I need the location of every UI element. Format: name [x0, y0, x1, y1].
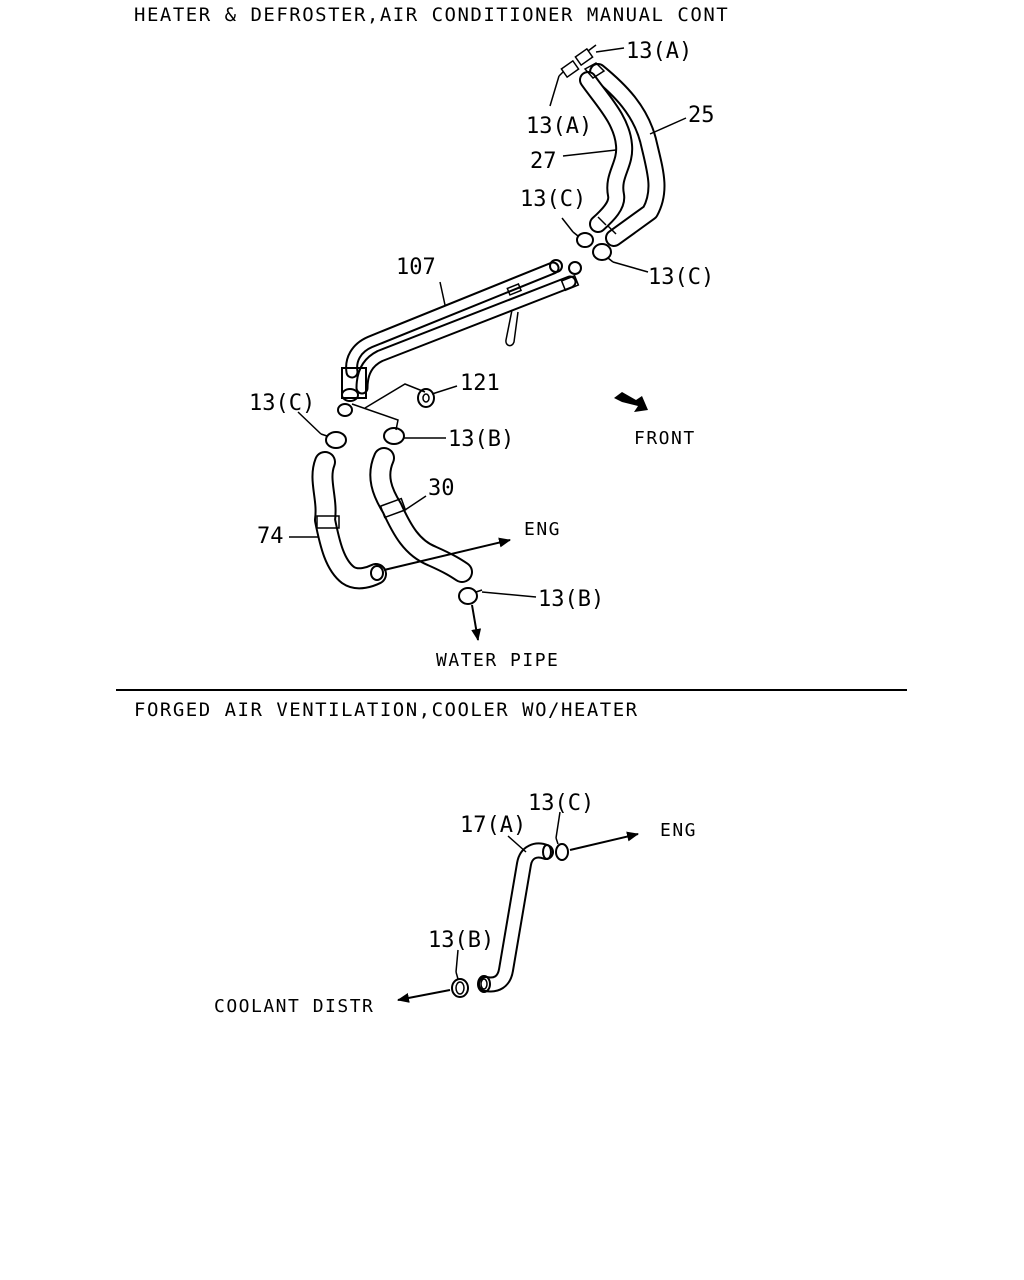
callout-121: 121 [460, 371, 500, 396]
callout-30: 30 [428, 476, 455, 501]
callout-13b-mid: 13(B) [448, 427, 514, 452]
callout-13b-low: 13(B) [538, 587, 604, 612]
hose-top-end [583, 62, 606, 79]
note-front: FRONT [634, 428, 696, 449]
note-coolant-distr: COOLANT DISTR [214, 996, 374, 1017]
hose-74 [311, 451, 387, 590]
arrow-to-eng-top [383, 537, 511, 571]
clamp-13c-left [320, 431, 347, 449]
arrow-to-coolant-distr [397, 989, 451, 1003]
note-eng-bottom: ENG [660, 820, 697, 841]
note-water-pipe: WATER PIPE [436, 650, 559, 671]
clamp-13c-bottom [555, 837, 569, 861]
arrow-to-water-pipe [471, 604, 482, 641]
hose-end-marks [597, 216, 617, 235]
clamp-13b-low [458, 587, 483, 605]
clamp-13a-top [574, 44, 597, 67]
ventilation-hose-assembly [397, 831, 639, 1003]
callout-13a-left: 13(A) [526, 114, 592, 139]
callout-107: 107 [396, 255, 436, 280]
callout-13c-bottom: 13(C) [528, 791, 594, 816]
callout-13a-top: 13(A) [626, 39, 692, 64]
part-121-grommet [364, 383, 435, 409]
section-title-heater: HEATER & DEFROSTER,AIR CONDITIONER MANUA… [134, 4, 729, 26]
callout-74: 74 [257, 524, 284, 549]
clamp-13b-mid [383, 427, 410, 445]
lead-to-clamp-13b [351, 403, 399, 431]
note-eng-top: ENG [524, 519, 561, 540]
callout-13c-left: 13(C) [249, 391, 315, 416]
callout-25: 25 [688, 103, 715, 128]
callout-13c-right: 13(C) [648, 265, 714, 290]
callout-13c-upper: 13(C) [520, 187, 586, 212]
clamp-13a-left [558, 59, 580, 79]
hose-17a [477, 842, 554, 993]
leader-lines-bottom [455, 811, 561, 973]
section-title-ventilation: FORGED AIR VENTILATION,COOLER WO/HEATER [134, 699, 639, 721]
hose-30 [369, 447, 473, 583]
clamp-13c-right [592, 243, 614, 263]
hose-25 [589, 63, 666, 247]
callout-17a: 17(A) [460, 813, 526, 838]
callout-27: 27 [530, 149, 557, 174]
heater-hose-assembly [311, 44, 666, 641]
front-arrow-icon [614, 392, 648, 412]
leader-lines-top [289, 47, 687, 598]
clamp-13b-bottom [451, 971, 469, 998]
hose-27 [579, 71, 634, 233]
clamp-13c-upper [572, 231, 594, 248]
callout-13b-bottom: 13(B) [428, 928, 494, 953]
pipe-107 [337, 259, 582, 417]
arrow-to-eng-bottom [569, 831, 639, 851]
